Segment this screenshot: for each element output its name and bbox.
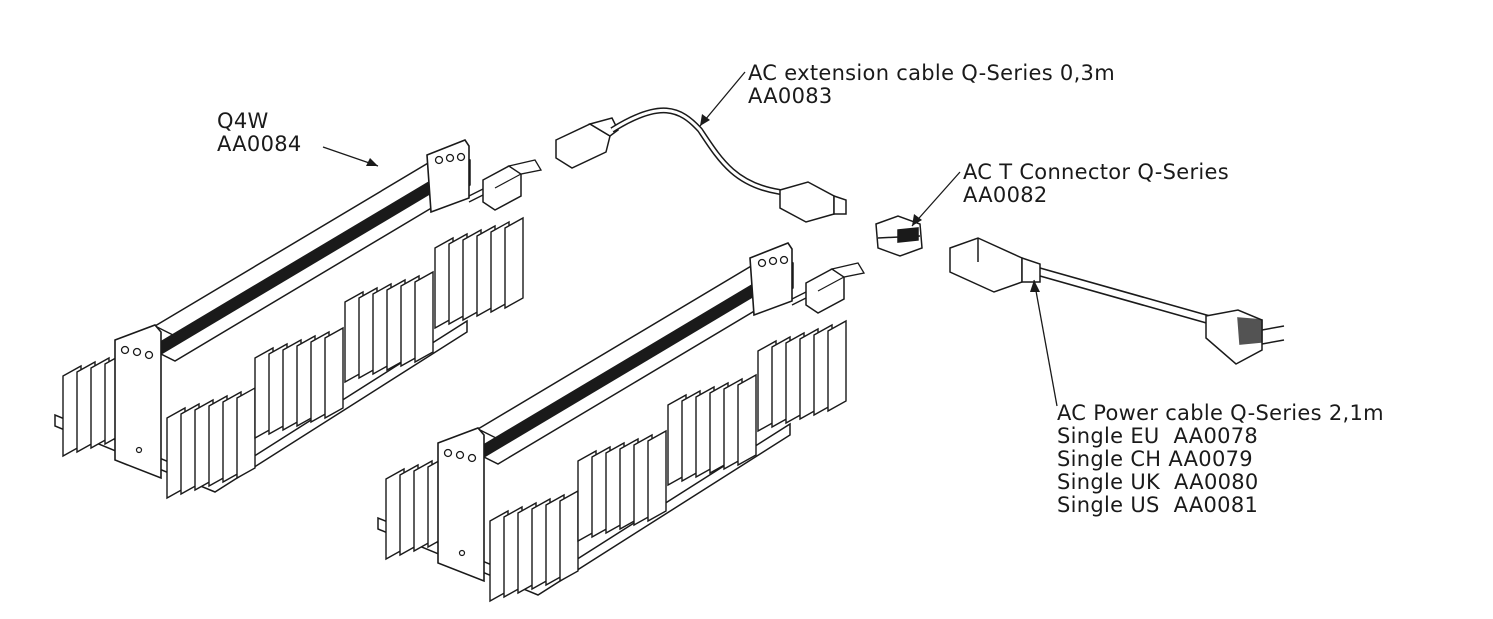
power-cable-label: AC Power cable Q-Series 2,1m Single EU A…	[1057, 402, 1384, 517]
power-cable-variant-us: Single US AA0081	[1057, 493, 1259, 517]
extension-cable-label: AC extension cable Q-Series 0,3m AA0083	[748, 62, 1115, 108]
t-connector-label: AC T Connector Q-Series AA0082	[963, 161, 1229, 207]
t-connector-part-number: AA0082	[963, 183, 1048, 207]
extension-cable-name: AC extension cable Q-Series 0,3m	[748, 61, 1115, 85]
q4w-name: Q4W	[217, 109, 269, 133]
q4w-part-number: AA0084	[217, 132, 302, 156]
power-cable-variant-ch: Single CH AA0079	[1057, 447, 1253, 471]
extension-cable-part-number: AA0083	[748, 84, 833, 108]
leader-lines	[322, 71, 1058, 407]
power-cable-variant-eu: Single EU AA0078	[1057, 424, 1259, 448]
q4w-label: Q4W AA0084	[217, 110, 302, 156]
leader-extension	[699, 71, 746, 127]
power-cable	[949, 237, 1285, 365]
power-cable-variant-uk: Single UK AA0080	[1057, 470, 1259, 494]
leader-t-connector	[911, 171, 961, 227]
leader-power	[1033, 279, 1058, 407]
t-connector	[875, 215, 923, 257]
t-connector-name: AC T Connector Q-Series	[963, 160, 1229, 184]
power-cable-name: AC Power cable Q-Series 2,1m	[1057, 401, 1384, 425]
extension-cable	[555, 107, 847, 223]
